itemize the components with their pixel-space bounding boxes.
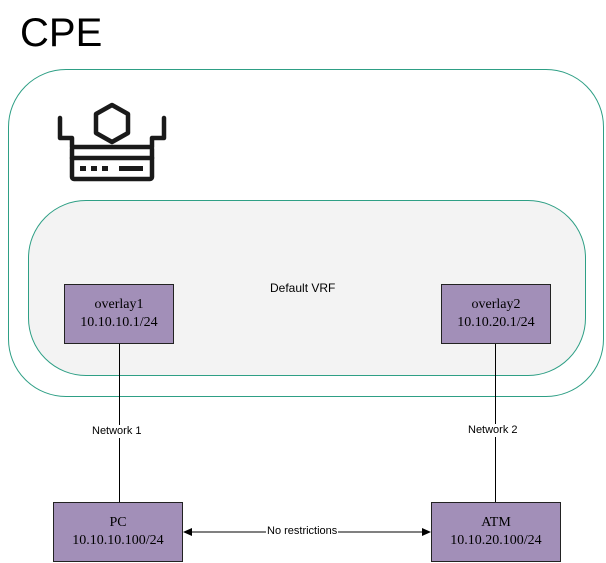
pc-address: 10.10.10.100/24: [72, 533, 164, 548]
network1-label: Network 1: [91, 425, 143, 438]
overlay2-name: overlay2: [471, 297, 521, 312]
diagram-title: CPE: [20, 11, 103, 55]
router-shield-icon: [57, 102, 167, 182]
atm-name: ATM: [481, 515, 511, 530]
pc-name: PC: [109, 515, 127, 530]
vrf-label: Default VRF: [270, 281, 336, 295]
network2-label: Network 2: [467, 424, 519, 437]
no-restrictions-label: No restrictions: [266, 525, 339, 538]
network2-link: [495, 344, 496, 502]
atm-node[interactable]: ATM 10.10.20.100/24: [431, 502, 561, 562]
overlay1-node[interactable]: overlay1 10.10.10.1/24: [64, 284, 174, 344]
atm-address: 10.10.20.100/24: [450, 533, 542, 548]
network1-link: [119, 344, 120, 502]
overlay1-name: overlay1: [94, 297, 144, 312]
pc-node[interactable]: PC 10.10.10.100/24: [53, 502, 183, 562]
overlay1-address: 10.10.10.1/24: [80, 315, 158, 330]
overlay2-node[interactable]: overlay2 10.10.20.1/24: [441, 284, 551, 344]
overlay2-address: 10.10.20.1/24: [457, 315, 535, 330]
